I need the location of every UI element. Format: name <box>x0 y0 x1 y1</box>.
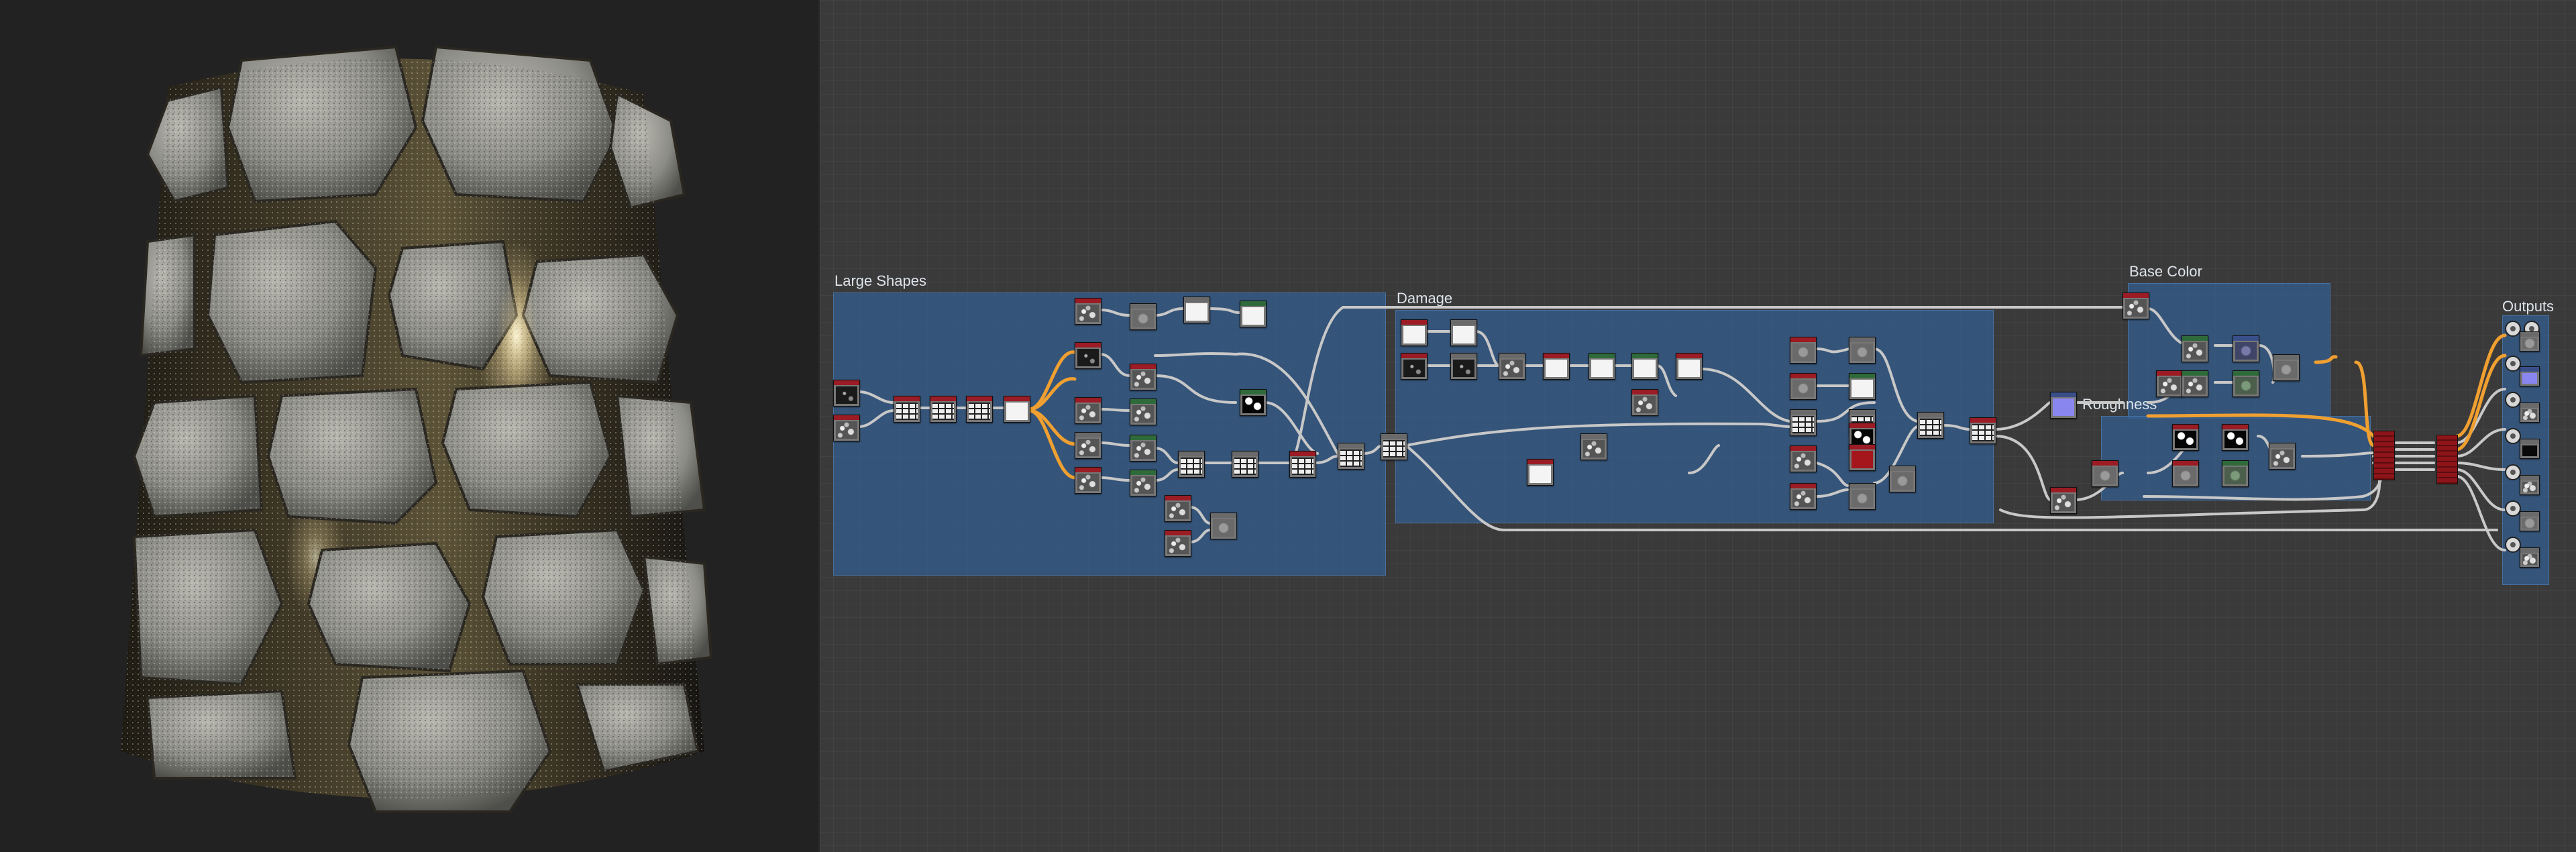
frame-title-damage: Damage <box>1397 290 1453 307</box>
node-large-shape-d1[interactable] <box>1075 432 1102 459</box>
node-damage-levels-3[interactable] <box>1631 353 1658 380</box>
node-base-color-7[interactable] <box>2273 354 2300 381</box>
node-damage-mask-1[interactable] <box>1631 389 1658 416</box>
node-large-shape-a3[interactable] <box>1183 297 1210 323</box>
node-tile-sampler-1[interactable] <box>930 396 957 423</box>
node-damage-stage-a1[interactable] <box>1790 337 1817 364</box>
node-output-normal[interactable] <box>2520 366 2540 386</box>
node-large-shape-b2[interactable] <box>1130 364 1157 390</box>
node-damage-stage-c3[interactable] <box>1849 423 1876 449</box>
node-large-shape-a1[interactable] <box>1075 298 1102 325</box>
node-roughness-5[interactable] <box>2269 443 2296 470</box>
node-purple-color[interactable] <box>2050 392 2077 419</box>
node-large-shape-f1[interactable] <box>1165 495 1191 522</box>
output-port-basecolor[interactable] <box>2505 321 2521 337</box>
node-output-height[interactable] <box>2520 475 2540 495</box>
node-large-shape-b3[interactable] <box>1240 389 1267 416</box>
node-roughness-input-1[interactable] <box>2050 487 2077 514</box>
node-roughness-input-2[interactable] <box>2092 460 2118 487</box>
node-damage-stage-c1[interactable] <box>1790 409 1817 436</box>
node-flood-fill[interactable] <box>1004 396 1030 423</box>
node-tile-sampler-2[interactable] <box>966 396 993 423</box>
output-port-ao[interactable] <box>2505 500 2521 517</box>
node-blend-3[interactable] <box>1289 451 1316 478</box>
node-mix-1[interactable] <box>2373 431 2395 480</box>
frame-base-color[interactable] <box>2128 283 2330 419</box>
node-base-color-3[interactable] <box>2233 335 2259 362</box>
node-damage-mask-3[interactable] <box>1580 433 1607 460</box>
node-roughness-1[interactable] <box>2172 424 2199 451</box>
node-large-shape-c2[interactable] <box>1130 398 1157 425</box>
frame-title-roughness: Roughness <box>2082 396 2157 413</box>
node-blend-1[interactable] <box>1178 451 1205 478</box>
node-tile-generator[interactable] <box>894 396 920 423</box>
node-large-shape-e1[interactable] <box>1075 467 1102 494</box>
node-damage-stage-d2[interactable] <box>1849 444 1876 471</box>
node-output-ao[interactable] <box>2520 511 2540 531</box>
output-port-extra[interactable] <box>2505 537 2521 553</box>
node-large-shape-a4[interactable] <box>1240 301 1267 327</box>
node-output-roughness[interactable] <box>2520 403 2540 423</box>
node-base-color-2[interactable] <box>2182 335 2208 362</box>
output-port-roughness[interactable] <box>2505 392 2521 408</box>
node-damage-stage-a2[interactable] <box>1849 337 1876 364</box>
output-port-normal[interactable] <box>2505 356 2521 372</box>
node-base-color-4[interactable] <box>2156 370 2183 397</box>
3d-viewport[interactable] <box>0 0 818 852</box>
node-base-color-5[interactable] <box>2182 370 2208 397</box>
node-damage-noise-2[interactable] <box>1450 353 1477 380</box>
node-large-shape-f2[interactable] <box>1165 530 1191 557</box>
output-port-metallic[interactable] <box>2505 428 2521 444</box>
node-base-color-6[interactable] <box>2233 370 2259 397</box>
node-large-shape-d2[interactable] <box>1130 435 1157 462</box>
node-roughness-2[interactable] <box>2222 424 2249 451</box>
node-base-color-1[interactable] <box>2123 292 2149 319</box>
node-large-shape-f3[interactable] <box>1210 513 1237 539</box>
frame-large-shapes[interactable] <box>833 292 1386 576</box>
node-large-shape-c1[interactable] <box>1075 397 1102 424</box>
node-graph-editor[interactable]: Large Shapes Damage Base Color Roughness… <box>818 0 2576 852</box>
node-damage-levels-1[interactable] <box>1543 353 1570 380</box>
node-roughness-3[interactable] <box>2172 460 2199 487</box>
node-output-basecolor[interactable] <box>2520 331 2540 352</box>
node-large-shapes-out[interactable] <box>1381 433 1407 460</box>
node-large-shape-b1[interactable] <box>1075 342 1102 369</box>
node-damage-stage-e2[interactable] <box>1849 483 1876 510</box>
node-damage-noise-1[interactable] <box>1401 353 1428 380</box>
node-damage-levels-2[interactable] <box>1589 353 1615 380</box>
node-blend-4[interactable] <box>1338 443 1364 470</box>
node-large-shape-e2[interactable] <box>1130 470 1157 496</box>
node-damage-mask-2[interactable] <box>1527 459 1554 486</box>
node-blend-2[interactable] <box>1232 451 1258 478</box>
node-output-extra[interactable] <box>2520 547 2540 568</box>
node-damage-combine[interactable] <box>1917 412 1944 439</box>
node-damage-stage-b1[interactable] <box>1790 373 1817 400</box>
node-damage-input-2[interactable] <box>1450 319 1477 346</box>
node-damage-stage-e1[interactable] <box>1790 483 1817 510</box>
node-damage-out[interactable] <box>1970 417 1996 444</box>
frame-title-base-color: Base Color <box>2129 263 2202 280</box>
node-shape-input-2[interactable] <box>833 415 860 441</box>
node-roughness-4[interactable] <box>2222 460 2249 487</box>
node-mix-2[interactable] <box>2436 435 2458 484</box>
output-port-height[interactable] <box>2505 464 2521 480</box>
node-shape-input-1[interactable] <box>833 380 860 407</box>
node-damage-noise-3[interactable] <box>1499 353 1525 380</box>
frame-title-outputs: Outputs <box>2502 298 2555 315</box>
node-damage-levels-4[interactable] <box>1676 353 1703 380</box>
node-damage-input-1[interactable] <box>1401 319 1428 346</box>
stone-cylinder-preview <box>121 45 713 813</box>
frame-title-large-shapes: Large Shapes <box>835 272 926 289</box>
node-output-metallic[interactable] <box>2520 439 2540 459</box>
node-large-shape-a2[interactable] <box>1130 303 1157 330</box>
node-damage-stage-f1[interactable] <box>1889 466 1916 492</box>
node-damage-stage-b2[interactable] <box>1849 373 1876 400</box>
node-damage-stage-d1[interactable] <box>1790 445 1817 472</box>
